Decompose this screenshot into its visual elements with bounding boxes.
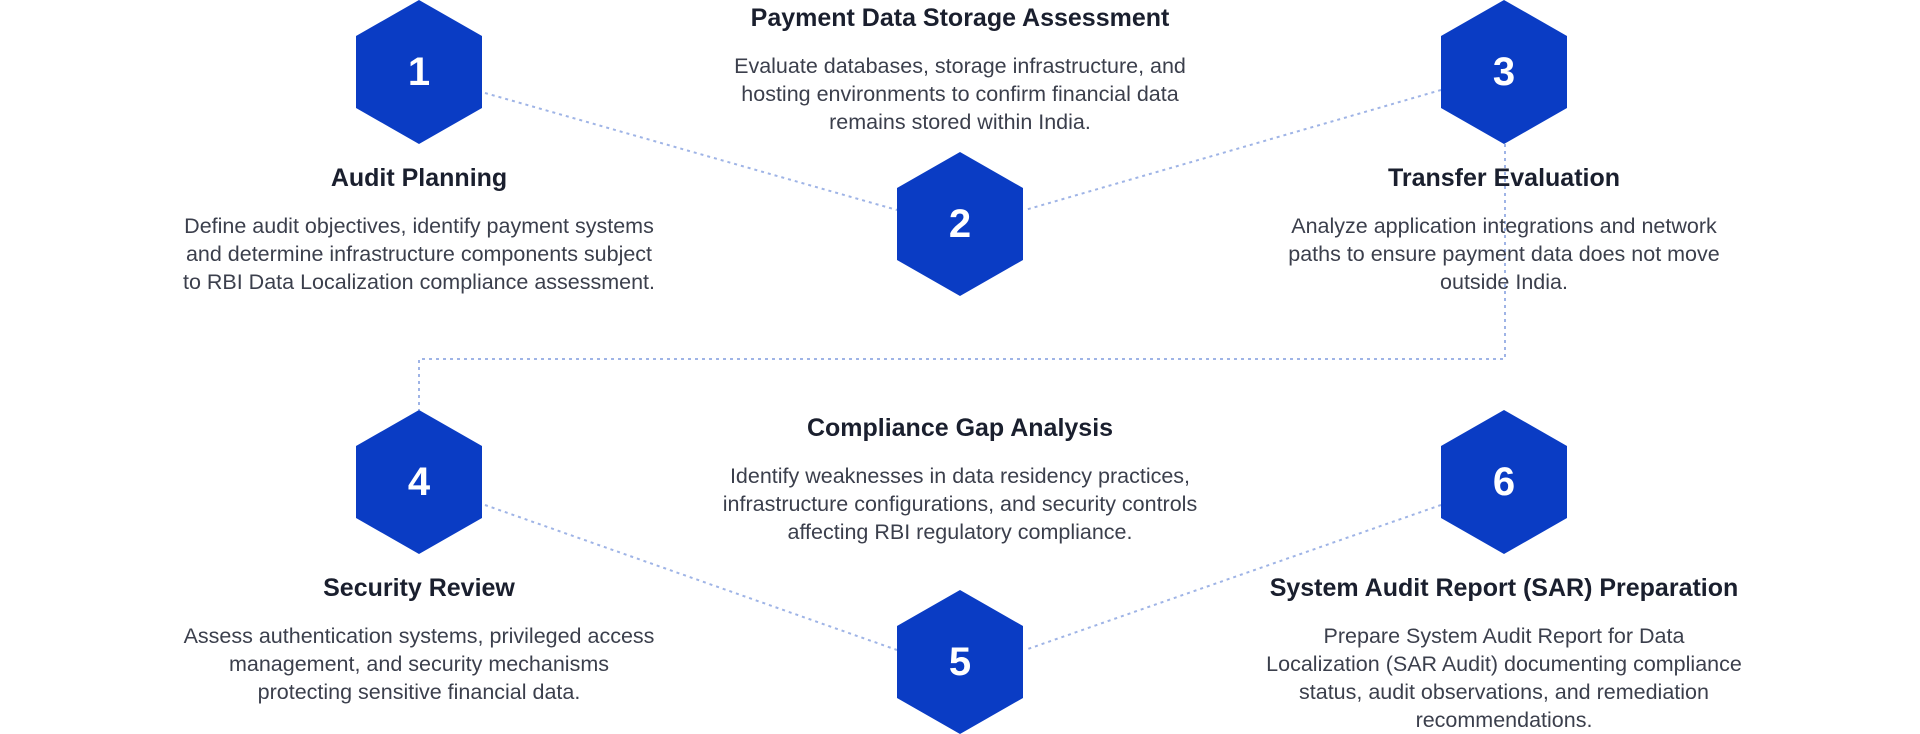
step-1-description: Define audit objectives, identify paymen… (182, 214, 656, 294)
step-4-title: Security Review (323, 574, 515, 602)
step-4-description: Assess authentication systems, privilege… (183, 624, 655, 704)
step-5-description: Identify weaknesses in data residency pr… (722, 464, 1198, 544)
step-3-number: 3 (1492, 49, 1516, 94)
step-3-description: Analyze application integrations and net… (1288, 214, 1720, 294)
step-2-hexagon: 2 (897, 152, 1023, 296)
step-4-hexagon: 4 (356, 410, 482, 554)
step-6-hexagon: 6 (1441, 410, 1567, 554)
step-1-hexagon: 1 (356, 0, 482, 144)
step-5-number: 5 (948, 639, 972, 684)
step-5-title: Compliance Gap Analysis (806, 414, 1114, 442)
step-6-number: 6 (1492, 459, 1516, 504)
connector-1-2 (484, 92, 898, 211)
step-2-description: Evaluate databases, storage infrastructu… (734, 54, 1186, 134)
step-5-hexagon: 5 (897, 590, 1023, 734)
step-3-title: Transfer Evaluation (1387, 164, 1621, 192)
connector-3-4 (418, 144, 1506, 410)
step-1-title: Audit Planning (330, 164, 508, 192)
step-2-title: Payment Data Storage Assessment (750, 4, 1170, 32)
step-6-title: System Audit Report (SAR) Preparation (1269, 574, 1739, 602)
step-2-number: 2 (948, 201, 972, 246)
connector-4-5 (484, 504, 898, 651)
step-3-hexagon: 3 (1441, 0, 1567, 144)
connector-3-2 (1024, 89, 1442, 211)
step-1-number: 1 (407, 49, 431, 94)
step-6-description: Prepare System Audit Report for Data Loc… (1266, 624, 1742, 732)
step-4-number: 4 (407, 459, 431, 504)
